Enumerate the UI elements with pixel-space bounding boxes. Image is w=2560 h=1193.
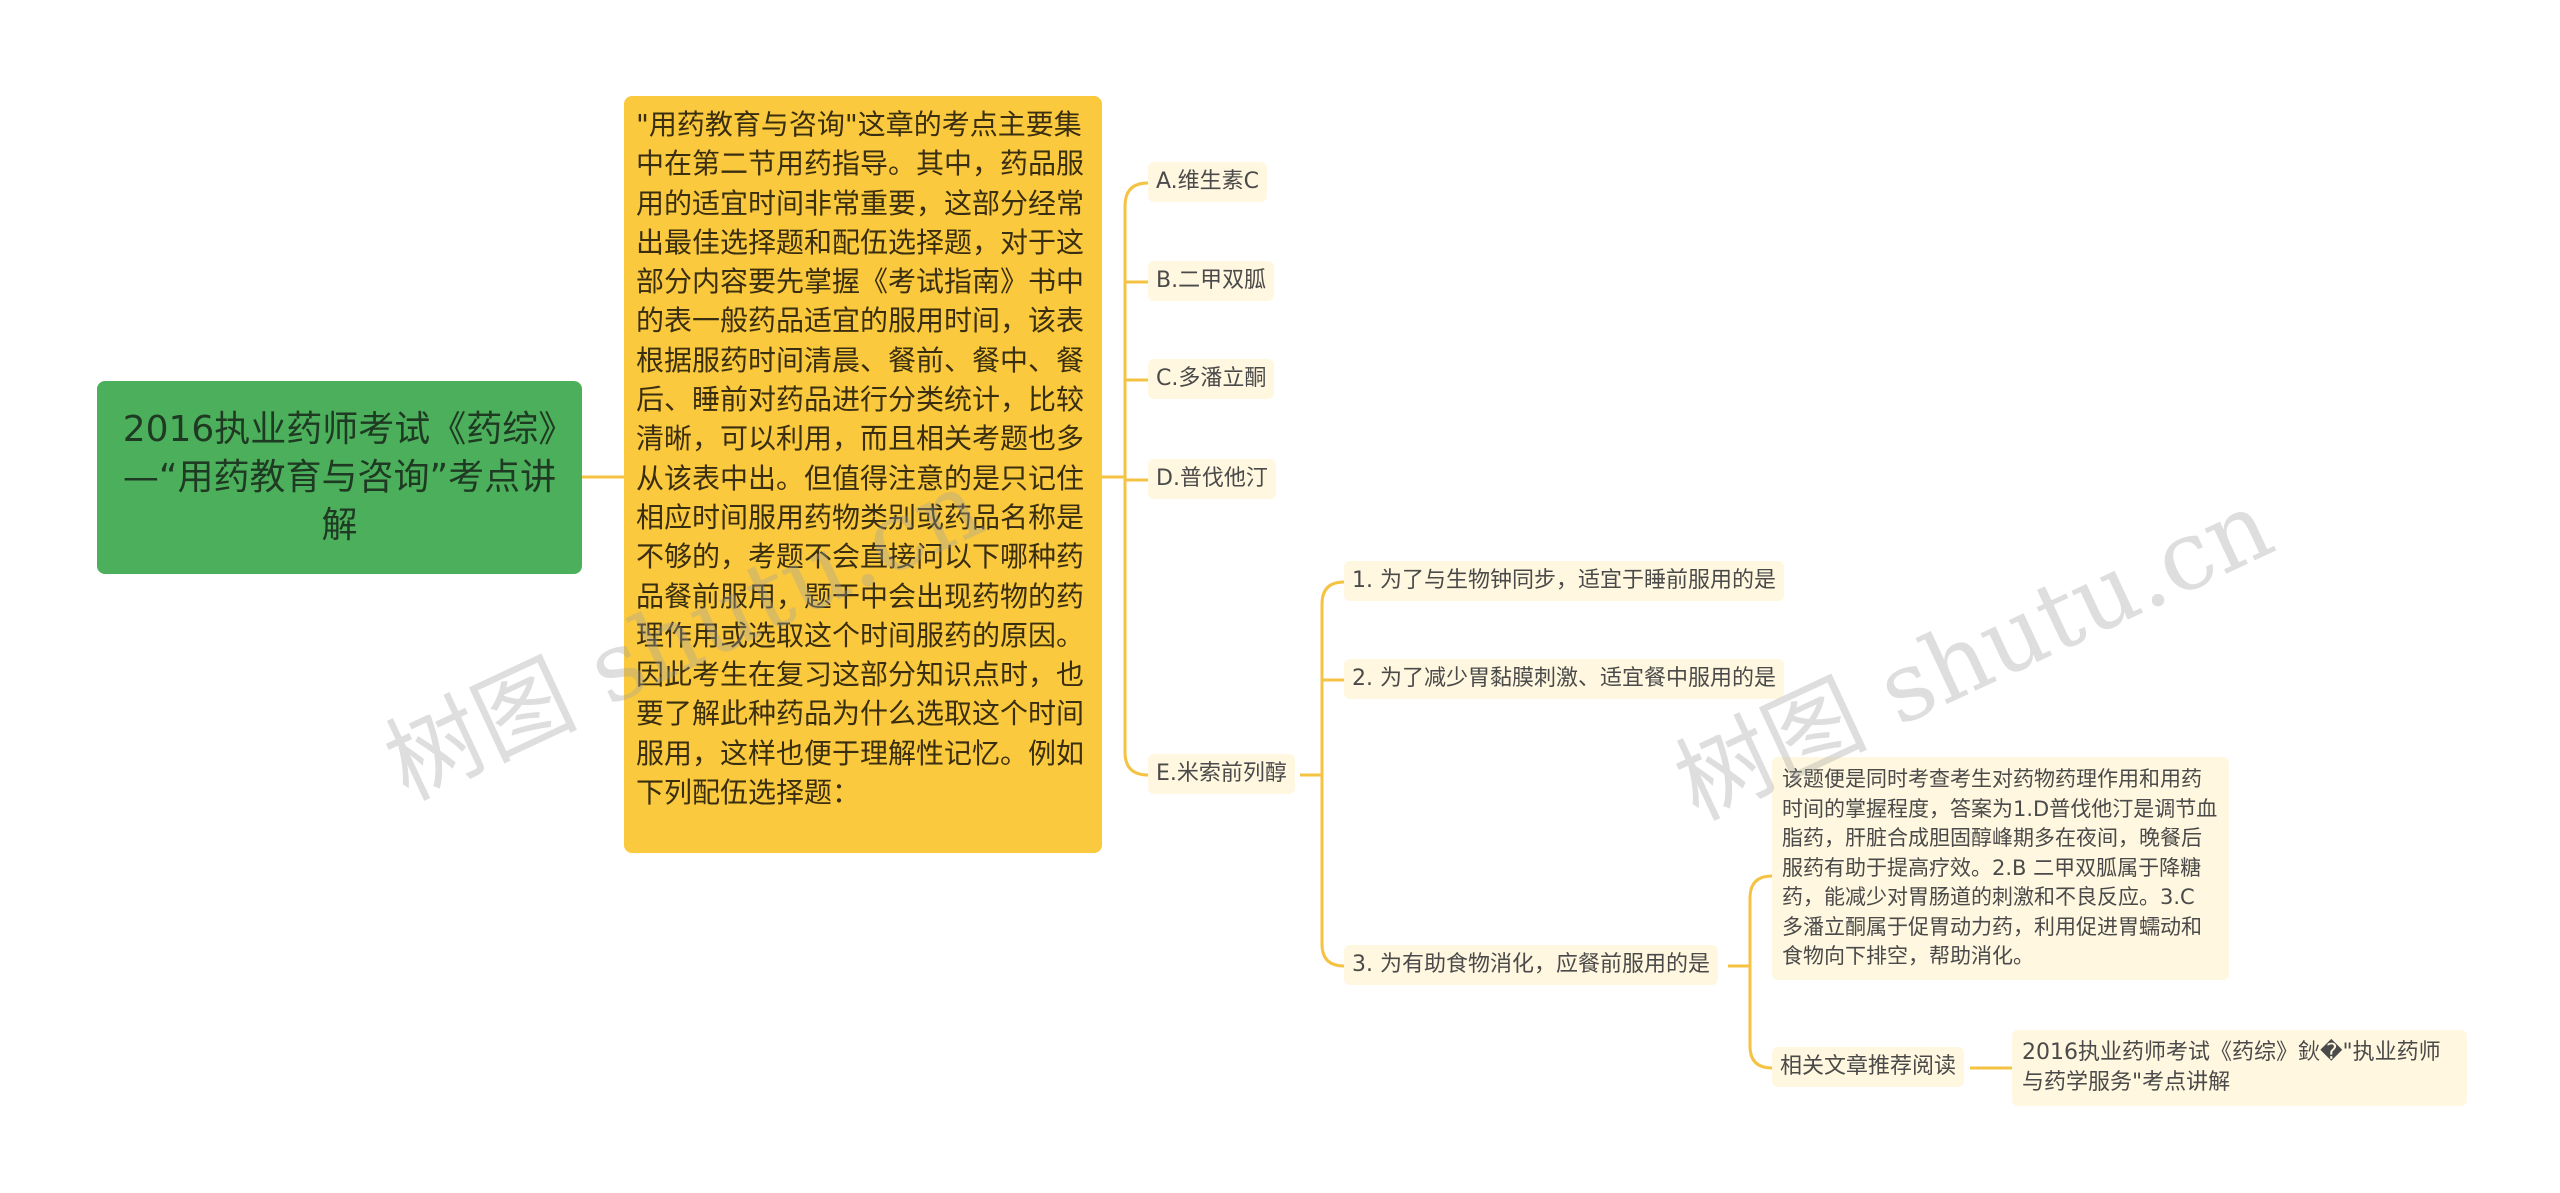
answer-note-node[interactable]: 该题便是同时考查考生对药物药理作用和用药时间的掌握程度，答案为1.D普伐他汀是调… — [1772, 757, 2229, 980]
option-b-node[interactable]: B.二甲双胍 — [1148, 261, 1275, 301]
main-explanation-node[interactable]: "用药教育与咨询"这章的考点主要集中在第二节用药指导。其中，药品服用的适宜时间非… — [624, 96, 1102, 853]
option-d-label: D.普伐他汀 — [1156, 466, 1268, 491]
related-article-node[interactable]: 2016执业药师考试《药综》鈥�"执业药师与药学服务"考点讲解 — [2012, 1030, 2467, 1106]
option-b-label: B.二甲双胍 — [1156, 268, 1267, 293]
option-a-node[interactable]: A.维生素C — [1148, 162, 1268, 202]
option-e-label: E.米索前列醇 — [1156, 761, 1287, 786]
root-title: 2016执业药师考试《药综》—“用药教育与咨询”考点讲解 — [122, 408, 557, 546]
option-a-label: A.维生素C — [1156, 169, 1260, 194]
question-3-label: 3. 为有助食物消化，应餐前服用的是 — [1352, 952, 1710, 977]
question-3-node[interactable]: 3. 为有助食物消化，应餐前服用的是 — [1344, 945, 1718, 985]
related-reading-label: 相关文章推荐阅读 — [1780, 1054, 1957, 1079]
question-1-label: 1. 为了与生物钟同步，适宜于睡前服用的是 — [1352, 568, 1776, 593]
question-1-node[interactable]: 1. 为了与生物钟同步，适宜于睡前服用的是 — [1344, 561, 1784, 601]
option-d-node[interactable]: D.普伐他汀 — [1148, 459, 1276, 499]
option-c-label: C.多潘立酮 — [1156, 366, 1267, 391]
related-article-link[interactable]: 2016执业药师考试《药综》鈥�"执业药师与药学服务"考点讲解 — [2022, 1040, 2441, 1095]
related-reading-node[interactable]: 相关文章推荐阅读 — [1772, 1047, 1965, 1087]
question-2-label: 2. 为了减少胃黏膜刺激、适宜餐中服用的是 — [1352, 666, 1776, 691]
root-topic[interactable]: 2016执业药师考试《药综》—“用药教育与咨询”考点讲解 — [97, 381, 582, 574]
main-text: "用药教育与咨询"这章的考点主要集中在第二节用药指导。其中，药品服用的适宜时间非… — [636, 108, 1085, 810]
answer-note-text: 该题便是同时考查考生对药物药理作用和用药时间的掌握程度，答案为1.D普伐他汀是调… — [1782, 767, 2218, 968]
option-e-node[interactable]: E.米索前列醇 — [1148, 754, 1295, 794]
option-c-node[interactable]: C.多潘立酮 — [1148, 359, 1275, 399]
question-2-node[interactable]: 2. 为了减少胃黏膜刺激、适宜餐中服用的是 — [1344, 659, 1784, 699]
